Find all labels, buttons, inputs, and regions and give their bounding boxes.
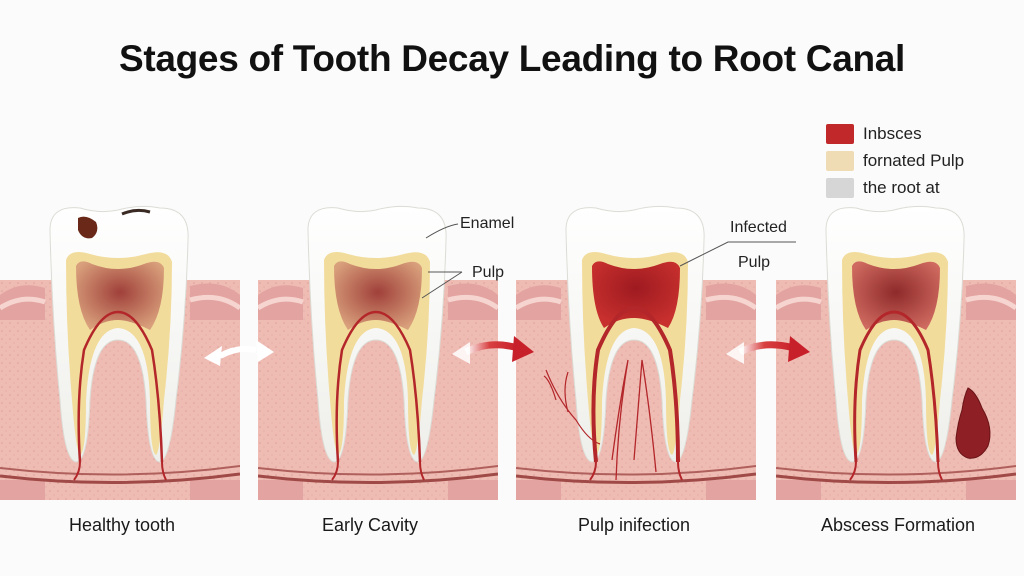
tooth-illustration-pulp-infection: [516, 205, 756, 500]
legend-swatch-gray: [826, 177, 854, 198]
cavity-spot: [78, 216, 98, 239]
legend-label: fornated Pulp: [863, 150, 965, 170]
stage-caption-pulp-infection: Pulp inifection: [577, 515, 691, 535]
stage-panel-abscess: [776, 200, 1016, 500]
annotation-infected-pulp: Pulp: [738, 254, 771, 271]
annotation-pulp: Pulp: [472, 264, 505, 281]
legend-label: the root at: [863, 177, 940, 197]
legend: Inbsces fornated Pulp the root at: [826, 120, 964, 201]
legend-item-root: the root at: [826, 174, 964, 201]
stage-caption-healthy: Healthy tooth: [68, 515, 176, 535]
abscess-blob: [955, 387, 991, 459]
tooth-illustration-early-cavity: [258, 205, 498, 500]
legend-item-pulp: fornated Pulp: [826, 147, 964, 174]
page-title: Stages of Tooth Decay Leading to Root Ca…: [118, 38, 906, 79]
annotation-enamel: Enamel: [460, 215, 515, 232]
legend-swatch-red: [826, 123, 854, 144]
legend-item-abscess: Inbsces: [826, 120, 964, 147]
tooth-illustration-abscess: [776, 205, 1016, 500]
stage-caption-early-cavity: Early Cavity: [321, 515, 419, 535]
stage-caption-abscess: Abscess Formation: [820, 515, 976, 535]
stage-panel-healthy: [0, 200, 240, 500]
stage-panel-pulp-infection: [516, 200, 756, 500]
stage-panel-early-cavity: [258, 200, 498, 500]
annotation-infected: Infected: [730, 219, 787, 236]
legend-swatch-cream: [826, 150, 854, 171]
tooth-illustration-healthy: [0, 205, 240, 500]
legend-label: Inbsces: [863, 123, 922, 143]
